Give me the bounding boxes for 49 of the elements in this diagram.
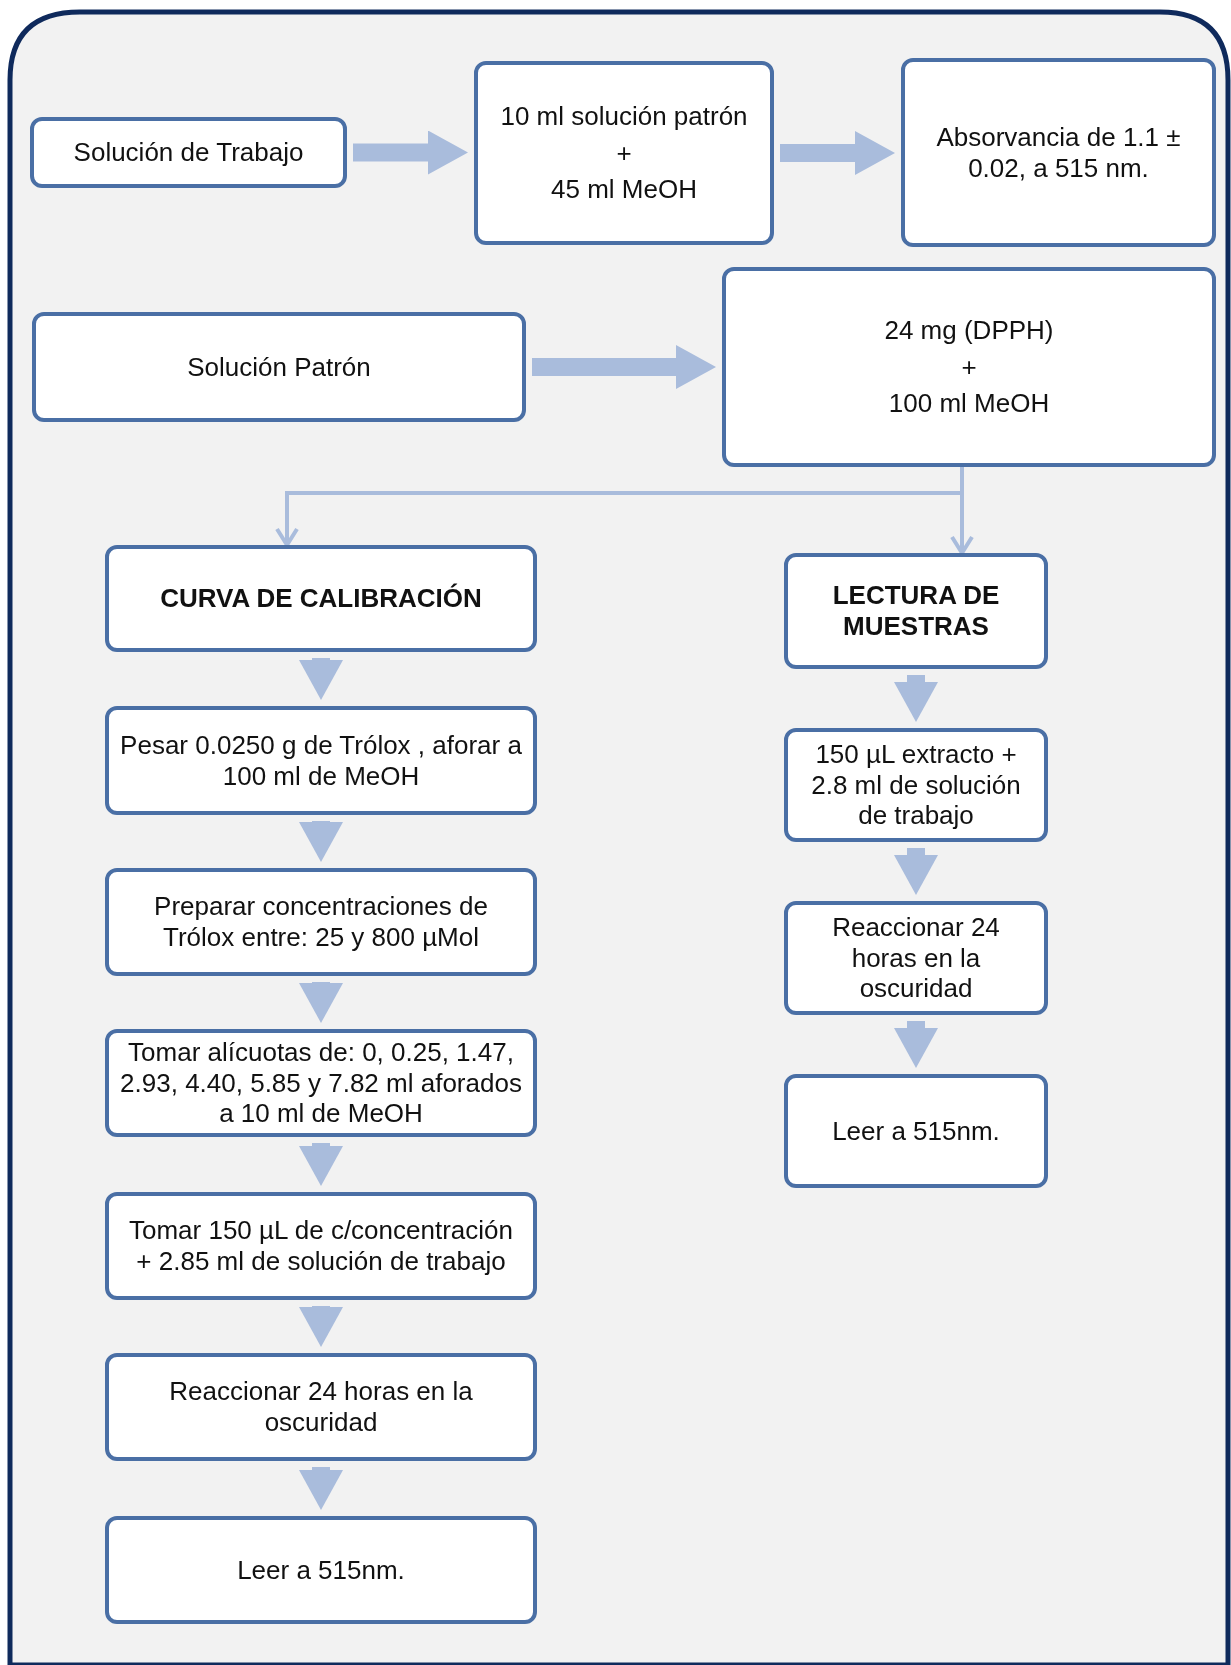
process-box [105, 706, 537, 815]
process-box [784, 1074, 1048, 1188]
arrow [894, 848, 938, 895]
step-text: Pesar 0.0250 g de Trólox , aforar a 100 ml de MeOH [119, 729, 523, 792]
arrow [299, 982, 343, 1023]
step-text: Reaccionar 24 horas en la oscuridad [831, 912, 1001, 1004]
arrow [299, 1143, 343, 1186]
arrow [299, 821, 343, 862]
step-text: + [961, 351, 977, 383]
process-box [105, 1516, 537, 1624]
heading-box [784, 553, 1048, 669]
process-box [784, 901, 1048, 1015]
process-box [105, 1192, 537, 1300]
arrow [894, 675, 938, 722]
process-box [474, 61, 774, 245]
step-text: Reaccionar 24 horas en la oscuridad [168, 1376, 474, 1438]
process-box [32, 312, 526, 422]
step-text: Leer a 515nm. [832, 1115, 1000, 1147]
step-text: 45 ml MeOH [551, 174, 697, 205]
step-text: 150 µL extracto + 2.8 ml de solución de trabajo [810, 739, 1022, 831]
arrow [950, 467, 974, 555]
step-text: 24 mg (DPPH) [884, 315, 1054, 346]
arrow [299, 1306, 343, 1347]
step-text: Tomar 150 µL de c/concentración + 2.85 ml de solución de trabajo [128, 1215, 514, 1277]
arrow [532, 345, 716, 389]
step-text: 10 ml solución patrón [500, 101, 748, 132]
heading-box [105, 545, 537, 652]
arrow [780, 131, 895, 175]
step-text: Preparar concentraciones de Trólox entre: 25 y 800 µMol [153, 891, 489, 953]
arrow [353, 130, 468, 175]
process-box [30, 117, 347, 188]
step-text: CURVA DE CALIBRACIÓN [160, 583, 482, 614]
arrow [894, 1021, 938, 1068]
arrow [299, 658, 343, 700]
step-text: Tomar alícuotas de: 0, 0.25, 1.47, 2.93, 4.40, 5.85 y 7.82 ml aforados a 10 ml de MeOH [119, 1037, 523, 1129]
process-box [105, 868, 537, 976]
step-text: 100 ml MeOH [888, 388, 1050, 419]
process-box [105, 1029, 537, 1137]
step-text: Absorvancia de 1.1 ± 0.02, a 515 nm. [935, 121, 1182, 184]
step-text: + [616, 137, 632, 169]
step-text: Solución Patrón [187, 351, 371, 383]
step-text: Leer a 515nm. [237, 1554, 405, 1586]
process-box [784, 728, 1048, 842]
arrow [299, 1467, 343, 1510]
process-box [901, 58, 1216, 247]
process-box [105, 1353, 537, 1461]
process-box [722, 267, 1216, 467]
step-text: LECTURA DE MUESTRAS [831, 580, 1001, 642]
step-text: Solución de Trabajo [73, 137, 304, 168]
